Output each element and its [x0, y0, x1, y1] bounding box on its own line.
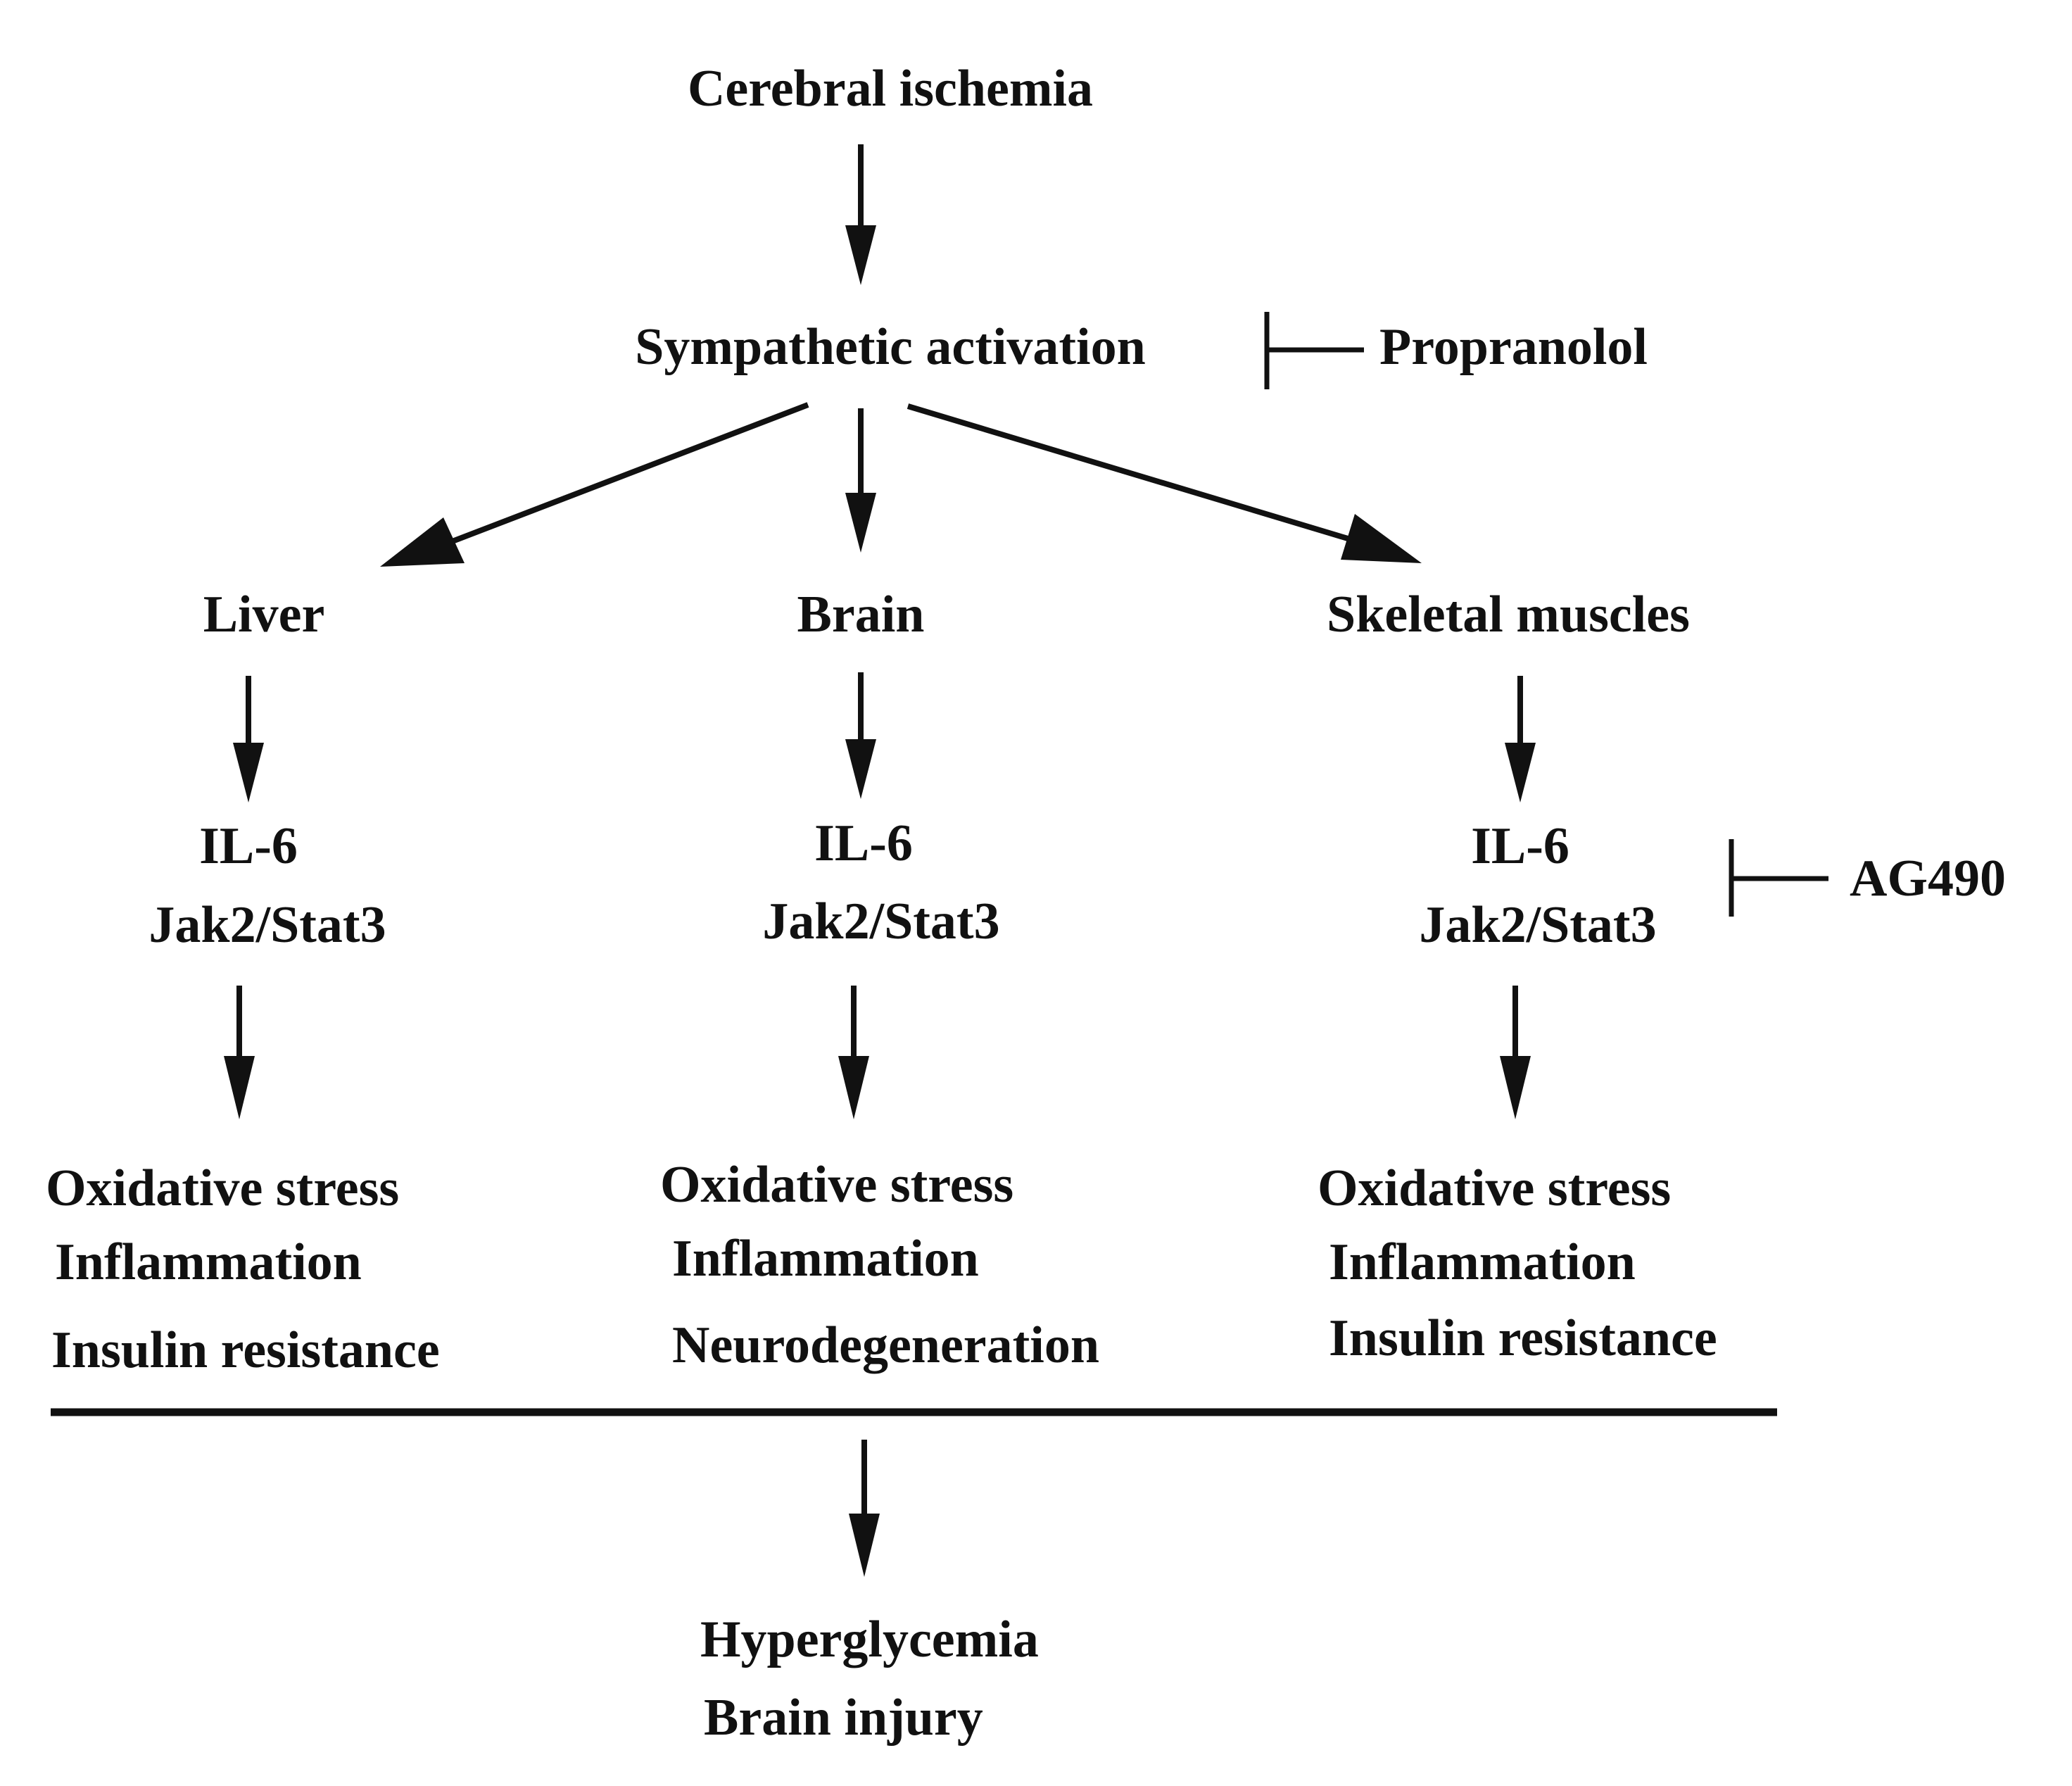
arrow-sympathetic-to-liver	[380, 402, 809, 567]
arrow-liver-to-il6	[233, 676, 264, 803]
arrow-muscle-jak-to-effects	[1500, 986, 1531, 1119]
node-sympathetic-activation: Sympathetic activation	[635, 318, 1146, 376]
outcome-hyperglycemia: Hyperglycemia	[700, 1611, 1039, 1668]
node-il6-muscle: IL-6	[1471, 817, 1569, 875]
muscle-effect-oxidative-stress: Oxidative stress	[1318, 1159, 1671, 1217]
inhibition-propranolol	[1264, 312, 1364, 389]
node-il6-brain: IL-6	[814, 815, 913, 872]
node-skeletal-muscles: Skeletal muscles	[1327, 586, 1690, 643]
arrow-brain-to-il6	[845, 672, 876, 799]
arrow-ischemia-to-sympathetic	[845, 144, 876, 285]
liver-effect-inflammation: Inflammation	[55, 1233, 362, 1291]
brain-effect-neurodegeneration: Neurodegeneration	[672, 1316, 1099, 1374]
node-liver: Liver	[203, 586, 325, 643]
muscle-effect-insulin-resistance: Insulin resistance	[1329, 1309, 1717, 1367]
arrow-muscles-to-il6	[1505, 676, 1536, 803]
node-jak2-stat3-liver: Jak2/Stat3	[149, 896, 386, 954]
node-jak2-stat3-brain: Jak2/Stat3	[762, 893, 999, 950]
node-ag490: AG490	[1850, 850, 2006, 907]
node-il6-liver: IL-6	[199, 817, 298, 875]
node-cerebral-ischemia: Cerebral ischemia	[688, 60, 1093, 118]
node-brain: Brain	[797, 586, 925, 643]
arrow-sympathetic-to-brain	[845, 408, 876, 553]
arrow-brain-jak-to-effects	[838, 986, 869, 1119]
arrow-liver-jak-to-effects	[224, 986, 255, 1119]
outcome-brain-injury: Brain injury	[704, 1689, 983, 1747]
muscle-effect-inflammation: Inflammation	[1329, 1233, 1636, 1291]
inhibition-ag490	[1729, 839, 1828, 917]
arrow-sympathetic-to-muscles	[906, 403, 1422, 563]
brain-effect-oxidative-stress: Oxidative stress	[660, 1156, 1013, 1214]
liver-effect-insulin-resistance: Insulin resistance	[51, 1321, 440, 1379]
node-propranolol: Propranolol	[1379, 318, 1648, 376]
brain-effect-inflammation: Inflammation	[672, 1230, 979, 1288]
arrow-effects-to-outcome	[849, 1440, 880, 1577]
liver-effect-oxidative-stress: Oxidative stress	[46, 1159, 399, 1217]
node-jak2-stat3-muscle: Jak2/Stat3	[1419, 896, 1656, 954]
